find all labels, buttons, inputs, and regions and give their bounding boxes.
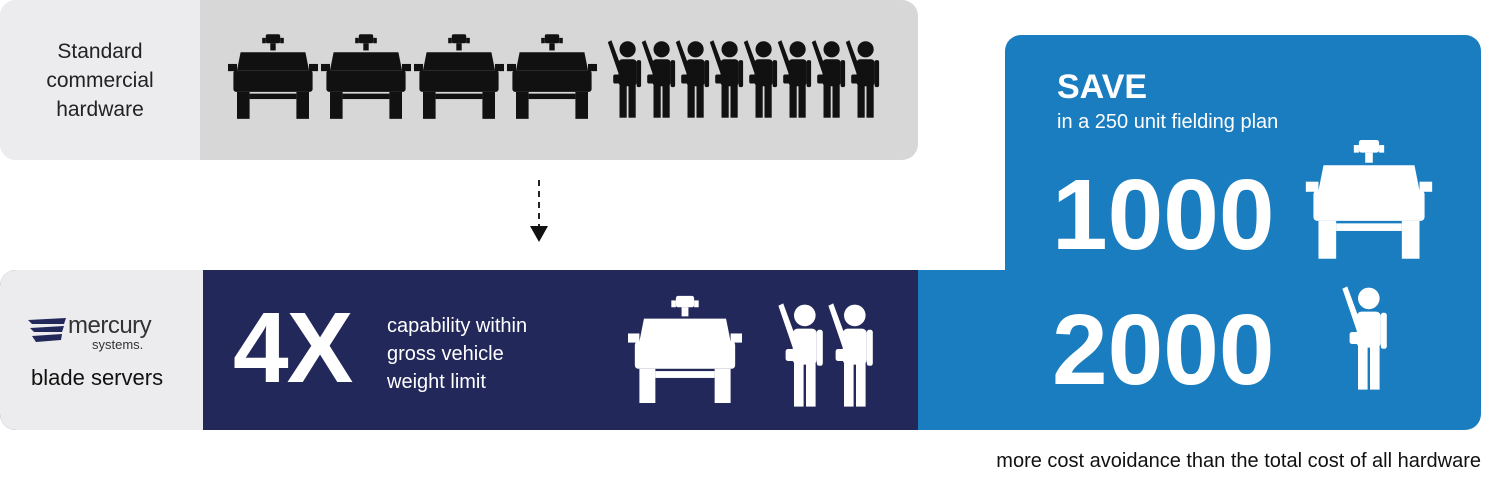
soldiers-saved-count: 2000 (1052, 294, 1275, 406)
humvee-icon (414, 34, 504, 120)
down-arrow-icon (530, 180, 548, 242)
label-line: commercial (46, 68, 154, 92)
humvee-icon (228, 34, 318, 120)
soldier-icon (826, 300, 874, 410)
savings-panel-extension (910, 270, 1030, 430)
desc-line: gross vehicle (387, 343, 504, 365)
humvee-icon (507, 34, 597, 120)
savings-panel (1005, 35, 1481, 430)
soldier-icon (742, 38, 778, 120)
soldier-icon (708, 38, 744, 120)
vehicles-saved-count: 1000 (1052, 159, 1275, 271)
soldier-icon (640, 38, 676, 120)
desc-line: capability within (387, 315, 528, 337)
logo-sub: systems. (92, 337, 144, 352)
blade-servers-text: blade servers (31, 365, 164, 390)
logo-name: mercury (68, 312, 152, 339)
soldier-icon (844, 38, 880, 120)
save-subtitle: in a 250 unit fielding plan (1057, 111, 1279, 133)
standard-hardware-label: Standard commercial hardware (0, 0, 200, 160)
humvee-icon (1303, 140, 1435, 260)
multiplier: 4X (233, 292, 353, 404)
soldier-icon (776, 300, 824, 410)
desc-line: weight limit (387, 371, 486, 393)
soldier-icon (606, 38, 642, 120)
standard-hardware-panel: Standard commercial hardware (0, 0, 918, 160)
label-line: hardware (56, 97, 144, 121)
soldier-icon (776, 38, 812, 120)
humvee-icon (628, 290, 742, 410)
soldier-icon (1340, 283, 1388, 393)
humvee-icon (321, 34, 411, 120)
mercury-logo-icon (28, 318, 66, 342)
soldier-icon (674, 38, 710, 120)
blade-servers-panel: mercury systems. blade servers 4X capabi… (0, 270, 918, 430)
save-title: SAVE (1057, 68, 1148, 106)
blade-servers-label: mercury systems. blade servers (0, 270, 203, 430)
caption: more cost avoidance than the total cost … (996, 450, 1481, 472)
label-line: Standard (57, 39, 143, 63)
capability-description: capability within gross vehicle weight l… (387, 312, 527, 396)
soldier-icon (810, 38, 846, 120)
